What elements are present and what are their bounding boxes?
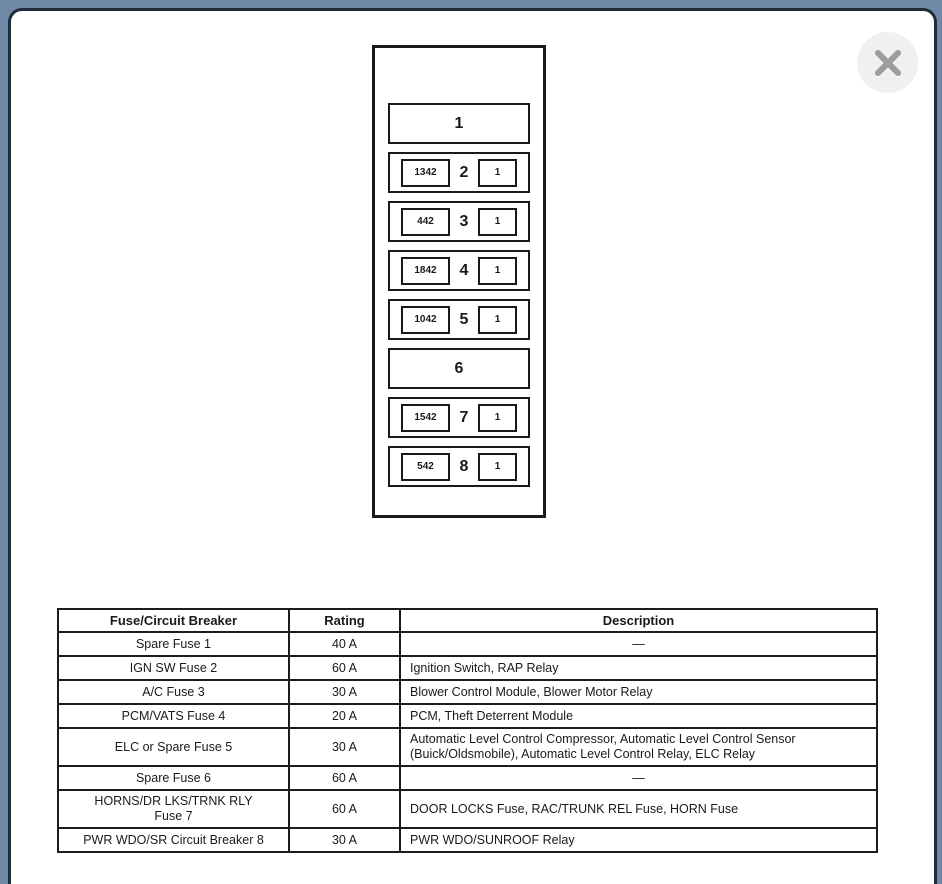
fuse-terminal-label: 1 bbox=[478, 256, 517, 285]
cell-fuse-name: IGN SW Fuse 2 bbox=[57, 655, 290, 681]
table-row: HORNS/DR LKS/TRNK RLY Fuse 7 60 A DOOR L… bbox=[57, 789, 878, 829]
cell-fuse-name: A/C Fuse 3 bbox=[57, 679, 290, 705]
cell-fuse-name: PWR WDO/SR Circuit Breaker 8 bbox=[57, 827, 290, 853]
fuse-circuit-label: 442 bbox=[401, 207, 450, 236]
table-row: IGN SW Fuse 2 60 A Ignition Switch, RAP … bbox=[57, 655, 878, 681]
cell-description: — bbox=[399, 631, 878, 657]
fuse-position-label: 2 bbox=[459, 163, 469, 181]
fuse-position-label: 1 bbox=[454, 114, 464, 132]
cell-rating: 60 A bbox=[288, 765, 401, 791]
cell-fuse-name: Spare Fuse 6 bbox=[57, 765, 290, 791]
cell-fuse-name: ELC or Spare Fuse 5 bbox=[57, 727, 290, 767]
fuse-slot: 6 bbox=[388, 348, 530, 389]
table-row: Spare Fuse 1 40 A — bbox=[57, 631, 878, 657]
fuse-slot-box: 6 bbox=[388, 348, 530, 389]
fuse-slot: 1042 5 1 bbox=[388, 299, 530, 340]
fuse-slot: 1 bbox=[388, 103, 530, 144]
fuse-circuit-label: 1542 bbox=[401, 403, 450, 432]
fuse-circuit-label: 542 bbox=[401, 452, 450, 481]
fuse-terminal-label: 1 bbox=[478, 403, 517, 432]
fuse-slot: 1842 4 1 bbox=[388, 250, 530, 291]
fuse-terminal-label: 1 bbox=[478, 207, 517, 236]
cell-fuse-name: PCM/VATS Fuse 4 bbox=[57, 703, 290, 729]
cell-rating: 30 A bbox=[288, 679, 401, 705]
fuse-slot: 1542 7 1 bbox=[388, 397, 530, 438]
cell-description: — bbox=[399, 765, 878, 791]
table-row: Spare Fuse 6 60 A — bbox=[57, 765, 878, 791]
cell-description: PWR WDO/SUNROOF Relay bbox=[399, 827, 878, 853]
cell-description: Ignition Switch, RAP Relay bbox=[399, 655, 878, 681]
fuse-slot: 542 8 1 bbox=[388, 446, 530, 487]
fuse-slot: 1342 2 1 bbox=[388, 152, 530, 193]
fuse-circuit-label: 1342 bbox=[401, 158, 450, 187]
col-header-fuse: Fuse/Circuit Breaker bbox=[57, 608, 290, 633]
cell-rating: 30 A bbox=[288, 827, 401, 853]
table-row: ELC or Spare Fuse 5 30 A Automatic Level… bbox=[57, 727, 878, 767]
cell-description: PCM, Theft Deterrent Module bbox=[399, 703, 878, 729]
close-button[interactable] bbox=[857, 32, 918, 93]
table-row: PWR WDO/SR Circuit Breaker 8 30 A PWR WD… bbox=[57, 827, 878, 853]
fuse-slot-box: 1342 2 1 bbox=[388, 152, 530, 193]
fuse-position-label: 6 bbox=[454, 359, 464, 377]
cell-rating: 20 A bbox=[288, 703, 401, 729]
cell-description: DOOR LOCKS Fuse, RAC/TRUNK REL Fuse, HOR… bbox=[399, 789, 878, 829]
fuse-slot-box: 1542 7 1 bbox=[388, 397, 530, 438]
fuse-position-label: 8 bbox=[459, 457, 469, 475]
fuse-slot-box: 442 3 1 bbox=[388, 201, 530, 242]
fuse-slot: 442 3 1 bbox=[388, 201, 530, 242]
cell-description: Automatic Level Control Compressor, Auto… bbox=[399, 727, 878, 767]
image-viewer-panel: 1 1342 2 1 442 3 1 1842 4 1 1042 5 1 6 bbox=[8, 8, 937, 884]
col-header-description: Description bbox=[399, 608, 878, 633]
fuse-slot-box: 1042 5 1 bbox=[388, 299, 530, 340]
fuse-terminal-label: 1 bbox=[478, 158, 517, 187]
fuse-table-body: Spare Fuse 1 40 A — IGN SW Fuse 2 60 A I… bbox=[57, 631, 878, 853]
fuse-position-label: 4 bbox=[459, 261, 469, 279]
cell-fuse-name: Spare Fuse 1 bbox=[57, 631, 290, 657]
fuse-circuit-label: 1042 bbox=[401, 305, 450, 334]
cell-rating: 30 A bbox=[288, 727, 401, 767]
col-header-rating: Rating bbox=[288, 608, 401, 633]
fuse-slot-box: 542 8 1 bbox=[388, 446, 530, 487]
fuse-table: Fuse/Circuit Breaker Rating Description … bbox=[57, 608, 878, 853]
fuse-box-diagram: 1 1342 2 1 442 3 1 1842 4 1 1042 5 1 6 bbox=[372, 45, 546, 518]
fuse-position-label: 3 bbox=[459, 212, 469, 230]
cell-rating: 40 A bbox=[288, 631, 401, 657]
cell-fuse-name: HORNS/DR LKS/TRNK RLY Fuse 7 bbox=[57, 789, 290, 829]
table-row: PCM/VATS Fuse 4 20 A PCM, Theft Deterren… bbox=[57, 703, 878, 729]
fuse-slot-box: 1842 4 1 bbox=[388, 250, 530, 291]
table-row: A/C Fuse 3 30 A Blower Control Module, B… bbox=[57, 679, 878, 705]
table-header-row: Fuse/Circuit Breaker Rating Description bbox=[57, 608, 878, 633]
fuse-circuit-label: 1842 bbox=[401, 256, 450, 285]
fuse-slot-box: 1 bbox=[388, 103, 530, 144]
fuse-terminal-label: 1 bbox=[478, 305, 517, 334]
fuse-position-label: 5 bbox=[459, 310, 469, 328]
cell-rating: 60 A bbox=[288, 789, 401, 829]
fuse-position-label: 7 bbox=[459, 408, 469, 426]
close-icon bbox=[874, 49, 901, 76]
cell-description: Blower Control Module, Blower Motor Rela… bbox=[399, 679, 878, 705]
fuse-terminal-label: 1 bbox=[478, 452, 517, 481]
cell-rating: 60 A bbox=[288, 655, 401, 681]
